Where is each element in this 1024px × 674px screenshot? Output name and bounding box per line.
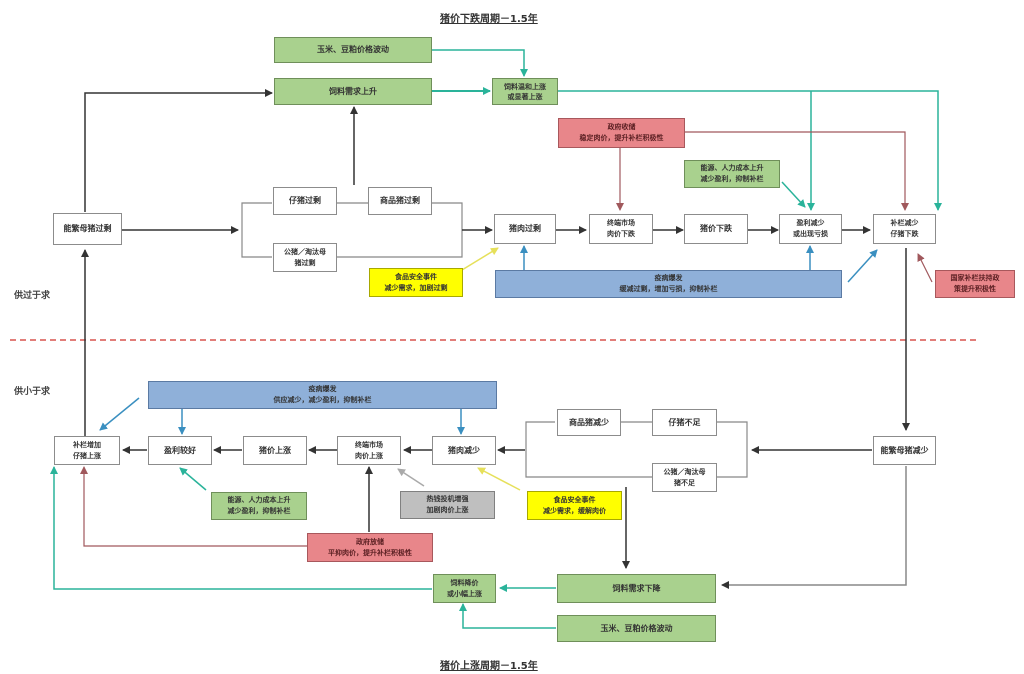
node-sow-excess: 能繁母猪过剩 — [53, 213, 122, 245]
node-corn-soy-price-upper: 玉米、豆粕价格波动 — [274, 37, 432, 63]
node-restock-up: 补栏增加 仔猪上涨 — [54, 436, 120, 465]
node-boar-sow-excess: 公猪／淘汰母 猪过剩 — [273, 243, 337, 272]
node-restock-down: 补栏减少 仔猪下跌 — [873, 214, 936, 244]
node-gov-purchase: 政府收储 稳定肉价，提升补栏积极性 — [558, 118, 685, 148]
node-commercial-pig-shortage: 商品猪减少 — [557, 409, 621, 436]
node-feed-price-down: 饲料降价 或小幅上涨 — [433, 574, 496, 603]
node-profit-down: 盈利减少 或出现亏损 — [779, 214, 842, 244]
node-feed-demand-down: 饲料需求下降 — [557, 574, 716, 603]
node-profit-good: 盈利较好 — [148, 436, 212, 465]
node-epidemic-lower: 疫病爆发 供应减少，减少盈利，抑制补栏 — [148, 381, 497, 409]
node-commercial-pig-excess: 商品猪过剩 — [368, 187, 432, 215]
title-up-cycle: 猪价上涨周期－1.5年 — [440, 661, 538, 672]
upper-connectors — [84, 49, 942, 431]
node-hog-price-up: 猪价上涨 — [243, 436, 307, 465]
node-sow-shortage: 能繁母猪减少 — [873, 436, 936, 465]
zone-label-undersupply: 供小于求 — [14, 387, 51, 397]
node-gov-release: 政府放储 平抑肉价，提升补栏积极性 — [307, 533, 433, 562]
node-pork-shortage: 猪肉减少 — [432, 436, 496, 465]
node-food-safety-lower: 食品安全事件 减少需求，缓解肉价 — [527, 491, 622, 520]
node-feed-demand-up: 饲料需求上升 — [274, 78, 432, 105]
node-food-safety-upper: 食品安全事件 减少需求，加剧过剩 — [369, 268, 463, 297]
node-terminal-market-down: 终端市场 肉价下跌 — [589, 214, 653, 244]
zone-label-oversupply: 供过于求 — [14, 291, 51, 301]
node-feed-price-up: 饲料温和上涨 或显著上涨 — [492, 78, 558, 105]
node-energy-labor-lower: 能源、人力成本上升 减少盈利，抑制补栏 — [211, 492, 307, 520]
node-corn-soy-price-lower: 玉米、豆粕价格波动 — [557, 615, 716, 642]
node-hog-price-down: 猪价下跌 — [684, 214, 748, 244]
node-boar-sow-shortage: 公猪／淘汰母 猪不足 — [652, 463, 717, 492]
node-terminal-market-up: 终端市场 肉价上涨 — [337, 436, 401, 465]
lower-connectors — [50, 249, 907, 629]
node-piglet-excess: 仔猪过剩 — [273, 187, 337, 215]
node-speculation: 热钱投机增强 加剧肉价上涨 — [400, 491, 495, 519]
title-down-cycle: 猪价下跌周期－1.5年 — [440, 14, 538, 25]
edge-sow-to-feed-demand — [84, 89, 273, 212]
node-piglet-shortage: 仔猪不足 — [652, 409, 717, 436]
group-bracket-left — [241, 202, 272, 258]
node-energy-labor-upper: 能源、人力成本上升 减少盈利，抑制补栏 — [684, 160, 780, 188]
node-epidemic-upper: 疫病爆发 缓减过剩，增加亏损，抑制补栏 — [495, 270, 842, 298]
node-pork-excess: 猪肉过剩 — [494, 214, 556, 244]
node-state-support: 国家补栏扶持政 策提升积极性 — [935, 270, 1015, 298]
